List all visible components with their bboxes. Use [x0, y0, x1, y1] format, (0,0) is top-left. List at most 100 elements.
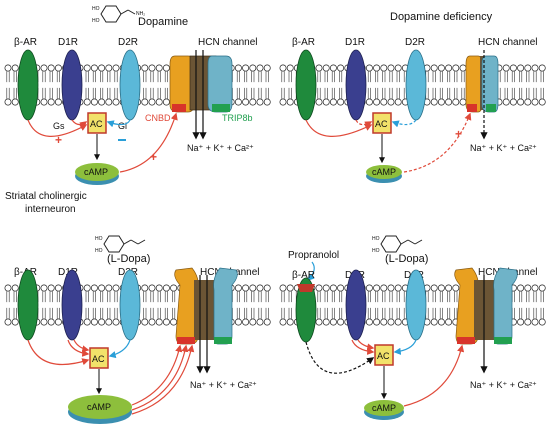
- lipid-head: [155, 284, 163, 292]
- lipid-head: [394, 284, 402, 292]
- lipid-head: [394, 98, 402, 106]
- lipid-head: [509, 64, 517, 72]
- lipid-head: [98, 98, 106, 106]
- lipid-head: [437, 64, 445, 72]
- d1r-receptor: [61, 269, 83, 341]
- lipid-head: [329, 64, 337, 72]
- lipid-head: [279, 284, 287, 292]
- adenylyl-cyclase: [87, 112, 107, 134]
- d2-to-ac-arrow: [106, 119, 131, 128]
- cnbd-label: CNBD: [145, 113, 171, 123]
- lipid-head: [11, 318, 19, 326]
- lipid-head: [54, 318, 62, 326]
- lipid-head: [4, 284, 12, 292]
- lipid-head: [148, 64, 156, 72]
- lipid-head: [263, 318, 271, 326]
- lipid-head: [105, 318, 113, 326]
- panel-title: Dopamine deficiency: [390, 11, 493, 23]
- lipid-head: [315, 98, 323, 106]
- lipid-head: [286, 318, 294, 326]
- panel-title: (L-Dopa): [107, 253, 150, 265]
- lipid-head: [47, 98, 55, 106]
- svg-text:HO: HO: [372, 236, 380, 242]
- ac-label: AC: [377, 351, 390, 361]
- lipid-head: [322, 318, 330, 326]
- ions-label: Na⁺ + K⁺ + Ca²⁺: [470, 143, 537, 153]
- lipid-head: [509, 98, 517, 106]
- lipid-head: [162, 64, 170, 72]
- cnbd-domain: [177, 337, 195, 344]
- d1r-receptor: [61, 49, 83, 121]
- lipid-head: [437, 284, 445, 292]
- lipid-head: [54, 98, 62, 106]
- lipid-head: [322, 284, 330, 292]
- lipid-head: [365, 284, 373, 292]
- lipid-head: [365, 318, 373, 326]
- lipid-head: [242, 64, 250, 72]
- receptor-label-beta-ar: β-AR: [292, 270, 315, 281]
- lipid-head: [538, 64, 546, 72]
- lipid-head: [155, 98, 163, 106]
- lipid-head: [83, 318, 91, 326]
- lipid-head: [170, 284, 178, 292]
- camp-to-hcn-arrow: [403, 112, 472, 173]
- adenylyl-cyclase: [374, 344, 394, 366]
- panel-bottom-left: HO HO (L-Dopa) β-AR D1R D2R HCN channel …: [4, 235, 271, 424]
- lipid-head: [286, 64, 294, 72]
- gi-label: Gi: [118, 121, 127, 131]
- lipid-head: [531, 64, 539, 72]
- receptor-label-d2r: D2R: [405, 37, 425, 48]
- lipid-head: [531, 98, 539, 106]
- lipid-head: [83, 284, 91, 292]
- l-dopa-molecule-icon: HO HO: [372, 235, 423, 254]
- svg-text:HO: HO: [95, 236, 103, 242]
- lipid-head: [256, 318, 264, 326]
- lipid-head: [279, 318, 287, 326]
- lipid-head: [387, 284, 395, 292]
- trip8b-domain: [494, 337, 512, 344]
- lipid-head: [249, 98, 257, 106]
- d2r-receptor: [405, 269, 427, 341]
- lipid-head: [315, 318, 323, 326]
- lipid-head: [98, 64, 106, 72]
- lipid-head: [105, 98, 113, 106]
- lipid-head: [517, 64, 525, 72]
- lipid-head: [517, 284, 525, 292]
- lipid-head: [380, 284, 388, 292]
- adenylyl-cyclase: [372, 112, 392, 134]
- beta-to-ac-arrow: [27, 119, 88, 137]
- cnbd-domain: [457, 337, 475, 344]
- panel-bottom-right: HO HO (L-Dopa) Propranolol β-AR D1R D2R …: [279, 235, 546, 420]
- lipid-head: [286, 284, 294, 292]
- lipid-head: [279, 64, 287, 72]
- lipid-head: [148, 318, 156, 326]
- lipid-head: [162, 284, 170, 292]
- cell-label-line2: interneuron: [25, 204, 76, 215]
- camp-to-hcn-arrow: [403, 344, 465, 407]
- d2r-receptor: [119, 49, 141, 121]
- lipid-head: [242, 98, 250, 106]
- lipid-head: [329, 98, 337, 106]
- camp-to-hcn-arrow: [131, 344, 195, 415]
- lipid-head: [329, 284, 337, 292]
- lipid-head: [437, 318, 445, 326]
- lipid-head: [531, 318, 539, 326]
- lipid-head: [445, 98, 453, 106]
- lipid-head: [452, 284, 460, 292]
- lipid-head: [394, 318, 402, 326]
- dopamine-molecule-icon: NH₂ HO HO: [92, 5, 145, 24]
- camp-label: cAMP: [372, 167, 396, 177]
- propranolol-arrow: [306, 261, 315, 282]
- ac-label: AC: [375, 119, 388, 129]
- receptor-label-d1r: D1R: [345, 37, 365, 48]
- hcn-channel: [465, 55, 499, 113]
- lipid-head: [459, 64, 467, 72]
- lipid-head: [459, 98, 467, 106]
- lipid-head: [249, 284, 257, 292]
- lipid-head: [47, 284, 55, 292]
- beta-ar-receptor: [295, 49, 317, 121]
- trip8b-label: TRIP8b: [222, 113, 253, 123]
- lipid-head: [452, 64, 460, 72]
- receptor-label-d2r: D2R: [118, 37, 138, 48]
- lipid-head: [445, 284, 453, 292]
